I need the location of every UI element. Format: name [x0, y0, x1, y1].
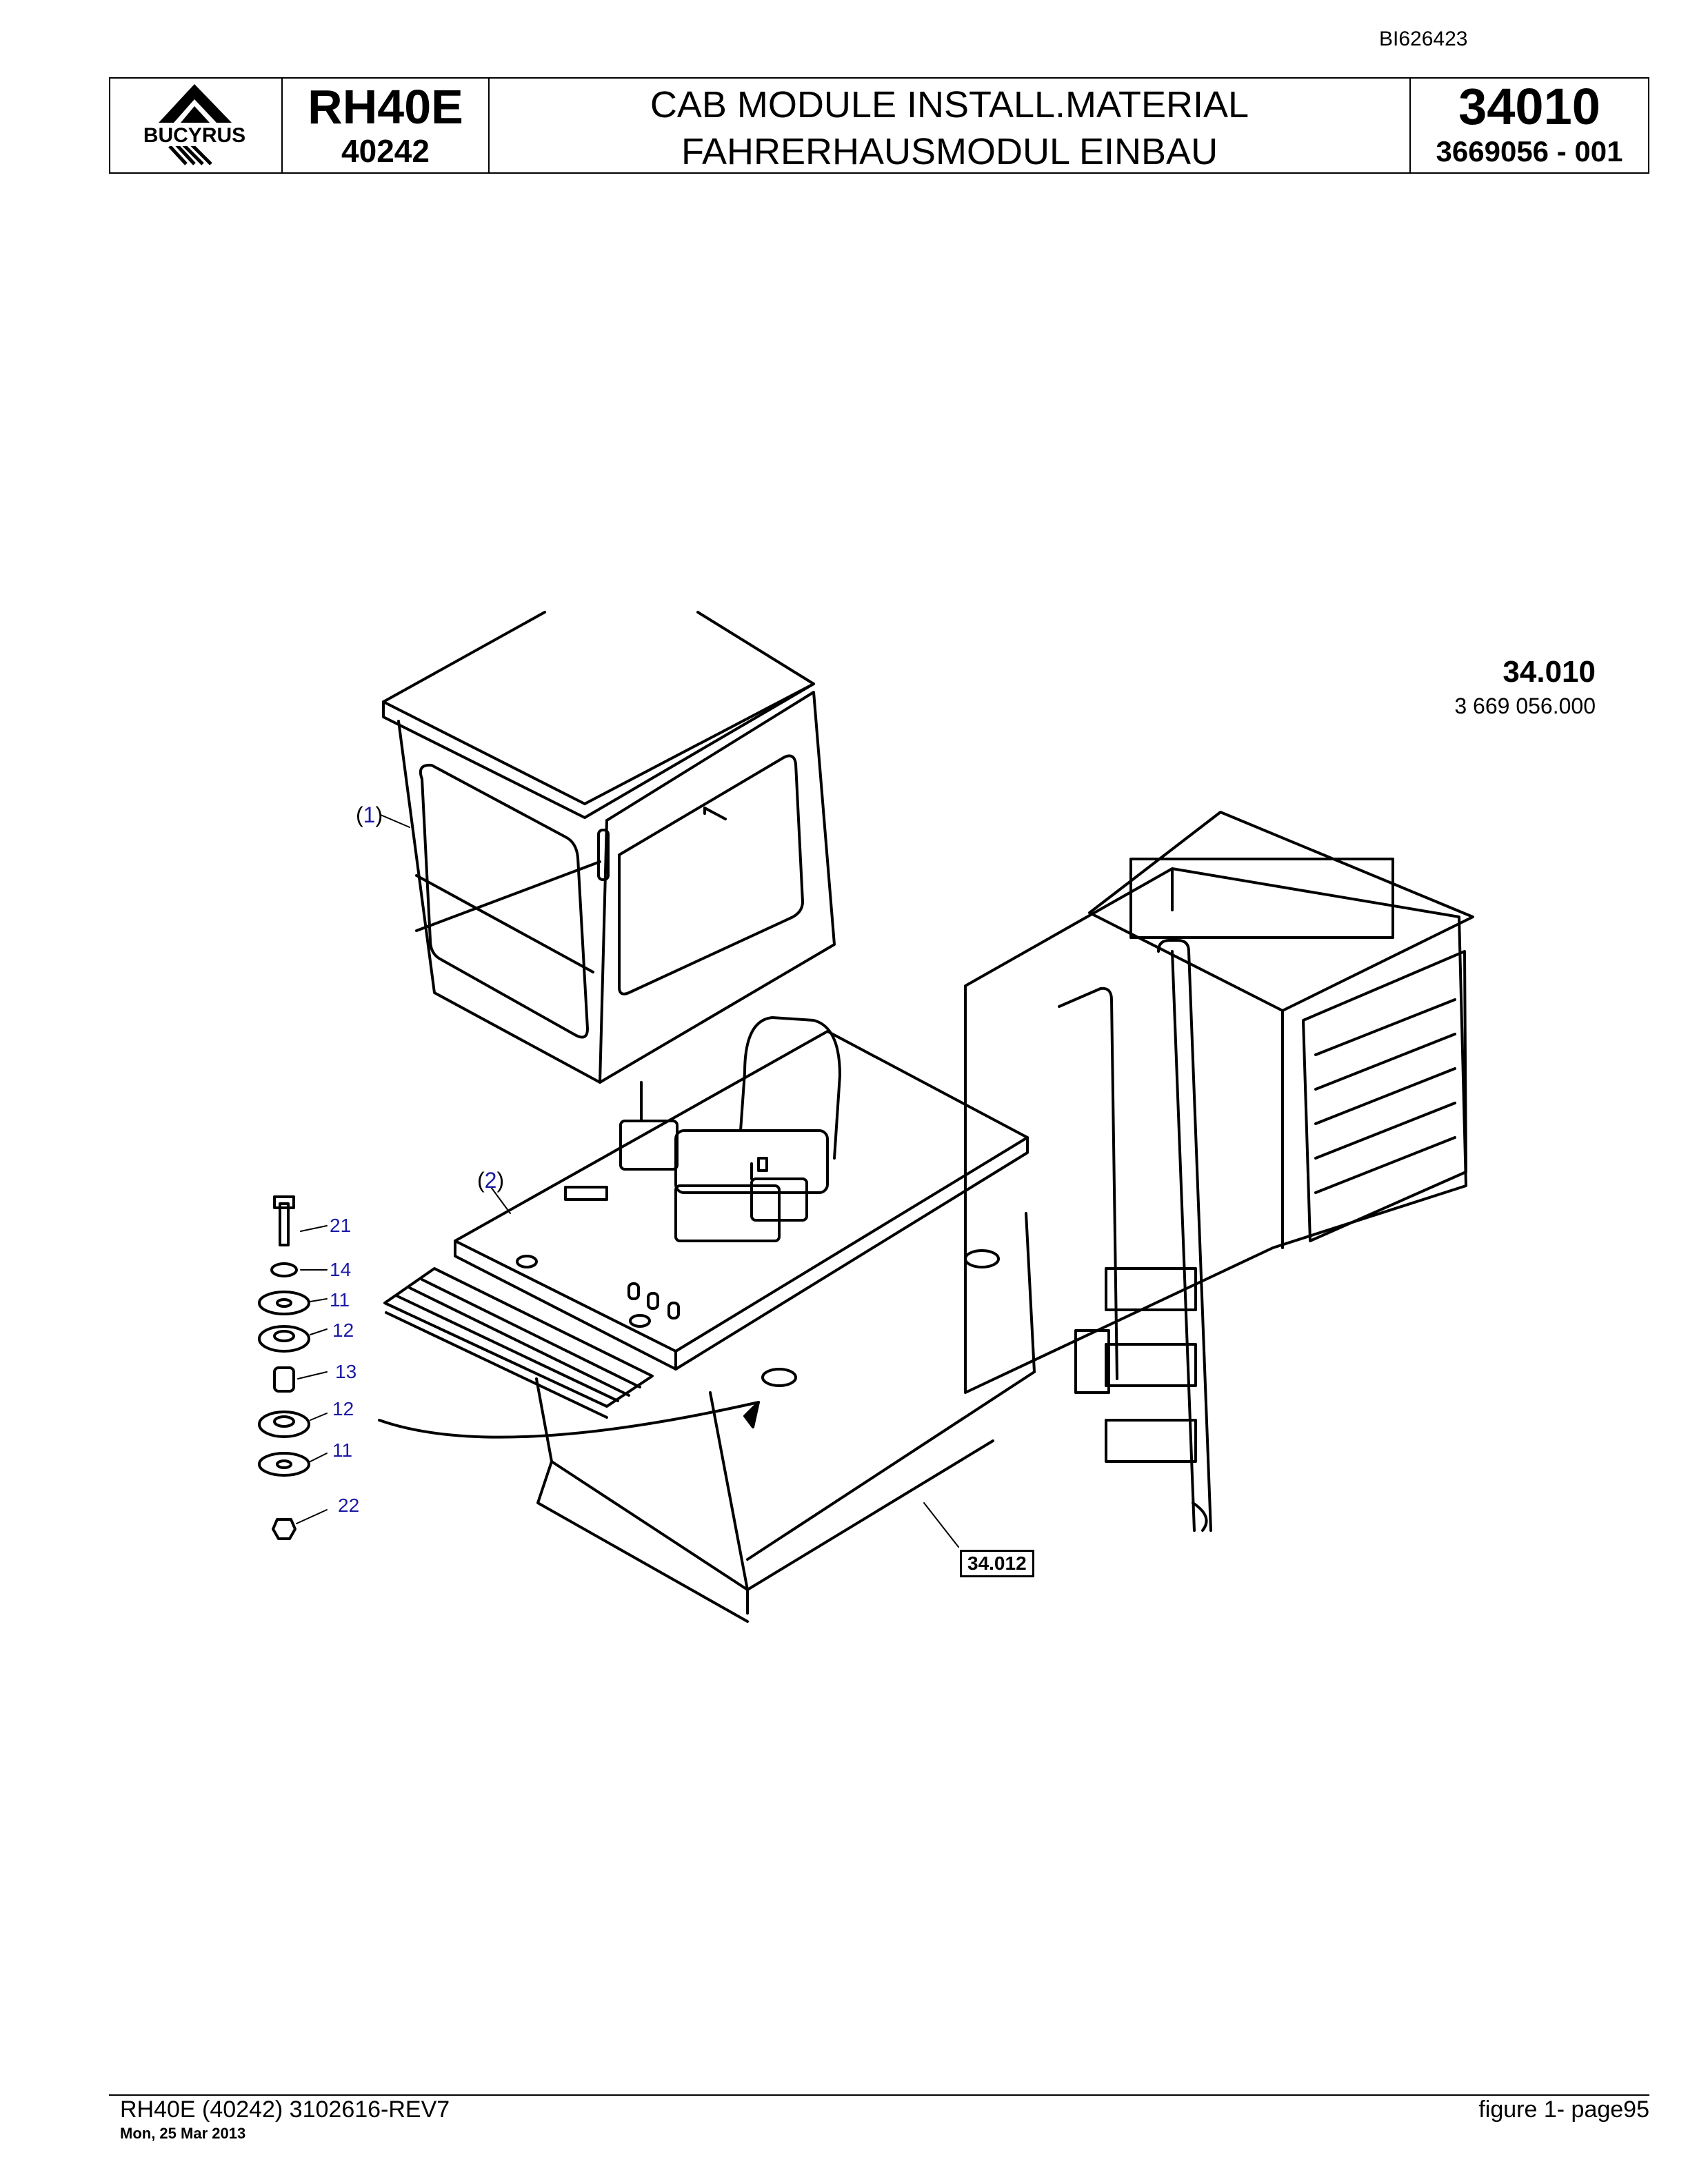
drawing-group: 34.010 — [1503, 655, 1596, 689]
callout-cab: (1) — [356, 802, 383, 827]
document-id: BI626423 — [1379, 28, 1468, 50]
logo-cell: BUCYRUS — [110, 79, 283, 172]
callout-platform: (2) — [477, 1168, 505, 1193]
ladder — [1058, 939, 1212, 1532]
callout-bolt: 21 — [330, 1215, 352, 1236]
callout-sleeve: 13 — [335, 1361, 357, 1382]
operator-platform — [454, 1016, 1029, 1371]
title-block: BUCYRUS RH40E 40242 CAB MODULE INSTALL.M… — [109, 77, 1649, 174]
footer-date: Mon, 25 Mar 2013 — [120, 2125, 246, 2142]
counterweight-housing — [964, 811, 1474, 1394]
drawing-reference: 34.010 3 669 056.000 — [1454, 654, 1596, 721]
group-number: 34010 — [1458, 78, 1600, 135]
callout-mount-bottom: 12 — [332, 1398, 354, 1419]
svg-text:BUCYRUS: BUCYRUS — [143, 124, 245, 147]
callout-disc-bottom: 11 — [332, 1439, 353, 1461]
callout-washer-top: 14 — [330, 1259, 352, 1280]
mount-hardware-stack — [258, 1195, 328, 1540]
drawing-number: 3 669 056.000 — [1454, 694, 1596, 718]
callout-mount-top: 12 — [332, 1320, 354, 1341]
model-name: RH40E — [308, 80, 463, 134]
footer-document-ref: RH40E (40242) 3102616-REV7 — [120, 2096, 450, 2123]
title-cell: CAB MODULE INSTALL.MATERIAL FAHRERHAUSMO… — [490, 79, 1411, 172]
callout-disc-top: 11 — [330, 1289, 350, 1311]
base-frame — [378, 1212, 1036, 1623]
model-number: 40242 — [341, 133, 430, 169]
footer-divider — [109, 2094, 1649, 2096]
bucyrus-logo: BUCYRUS — [120, 84, 269, 165]
grating-step — [383, 1267, 654, 1419]
model-cell: RH40E 40242 — [283, 79, 490, 172]
callout-nut: 22 — [338, 1495, 360, 1516]
number-cell: 34010 3669056 - 001 — [1411, 79, 1648, 172]
leader-lines — [380, 814, 959, 1548]
part-number: 3669056 - 001 — [1436, 135, 1623, 168]
title-german: FAHRERHAUSMODUL EINBAU — [681, 131, 1218, 172]
reference-box: 34.012 — [960, 1550, 1034, 1577]
cab-assembly — [382, 611, 836, 1084]
title-english: CAB MODULE INSTALL.MATERIAL — [650, 84, 1249, 125]
footer-page-ref: figure 1- page95 — [1478, 2096, 1649, 2123]
